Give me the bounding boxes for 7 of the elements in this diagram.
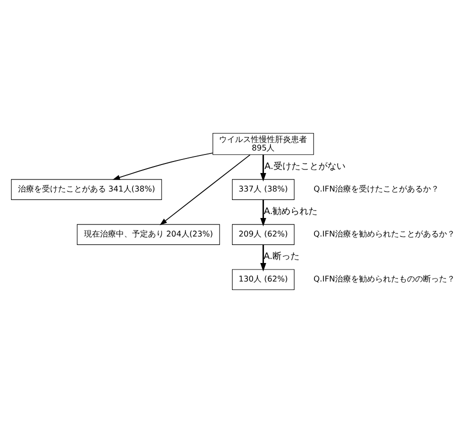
- arrow: [112, 152, 213, 180]
- arrow: [260, 199, 266, 226]
- edge-label: A.受けたことがない: [264, 162, 345, 172]
- arrow: [260, 244, 266, 271]
- arrow: [159, 154, 250, 225]
- arrow: [260, 154, 266, 181]
- edge-label: A.勧められた: [263, 206, 318, 217]
